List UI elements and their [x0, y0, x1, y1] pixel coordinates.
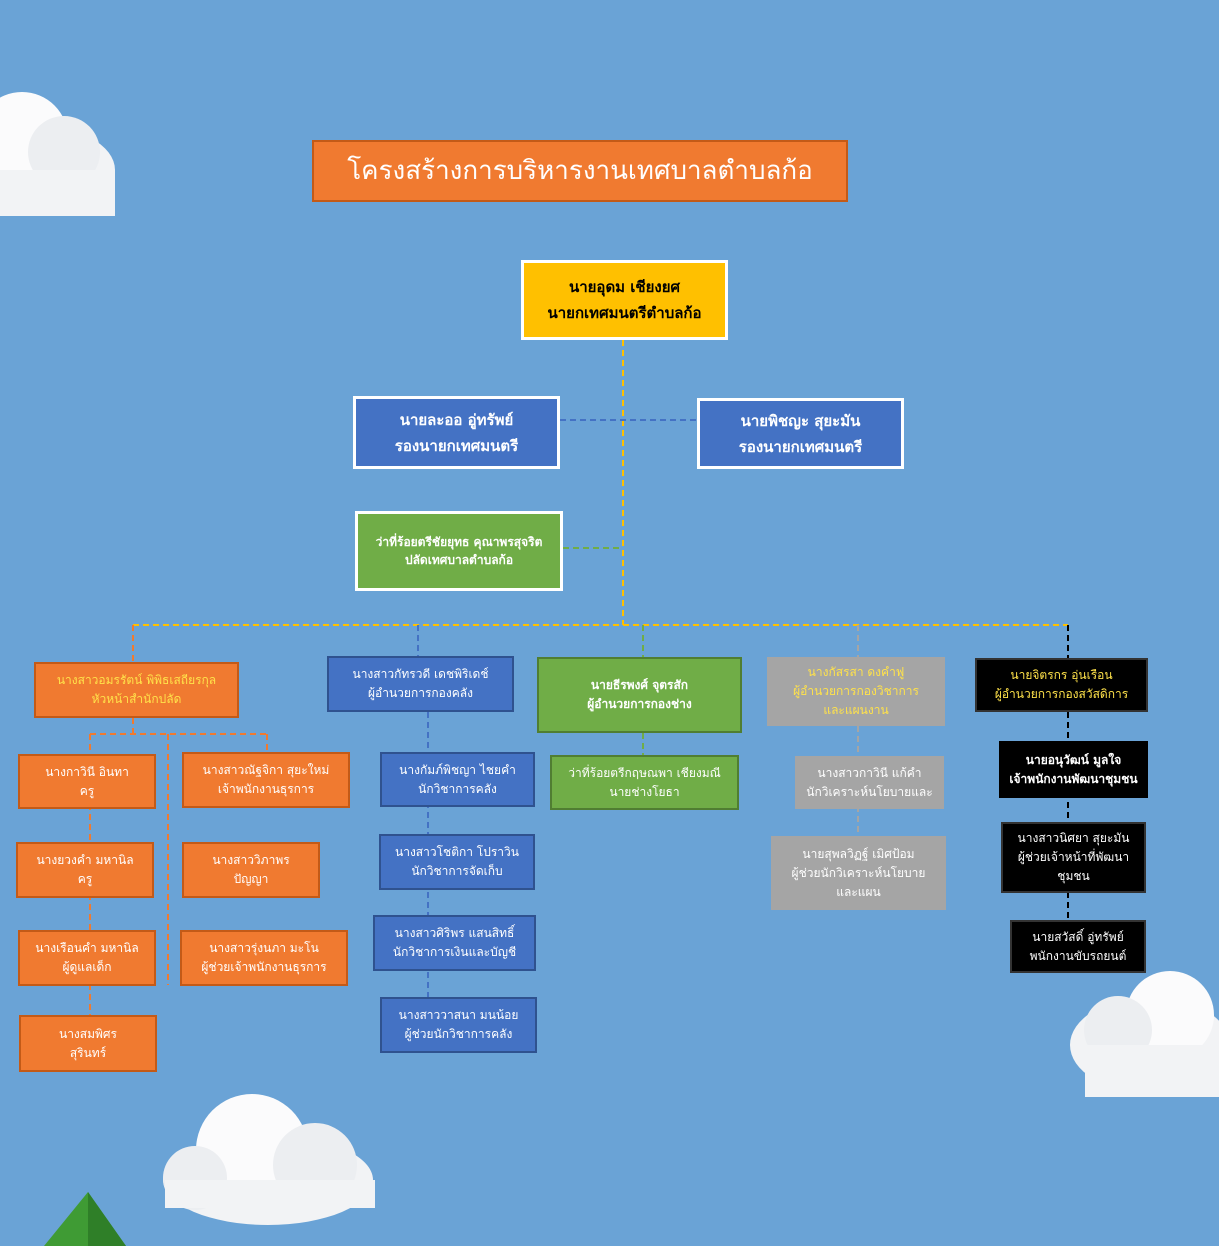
welfare-staff-1-name: นายอนุวัฒน์ มูลใจ [1025, 752, 1122, 767]
education-staff-2: นายสุพลวิฏฐ์ เมิศป้อม ผู้ช่วยนักวิเคราะห… [771, 836, 946, 910]
education-staff-1-name: นางสาวกาวินี แก้คำ [817, 765, 922, 780]
welfare-staff-3-name: นายสวัสดิ์ อู่ทรัพย์ [1032, 929, 1124, 944]
cloud-right-icon [1070, 971, 1219, 1097]
finance-staff-2-position: นักวิชาการจัดเก็บ [411, 864, 503, 878]
office-staff-2-position: เจ้าพนักงานธุรการ [217, 782, 315, 796]
office-staff-1-name: นางกาวินี อินทา [45, 764, 129, 779]
dept-finance-head: นางสาวกัทรวดี เดชพิริเดช์ ผู้อำนวยการกอง… [327, 656, 514, 712]
office-staff-4-name: นางสาววิภาพร [212, 853, 290, 867]
clerk-name: ว่าที่ร้อยตรีชัยยุทธ คุณาพรสุจริต [375, 535, 543, 549]
finance-staff-1-position: นักวิชาการคลัง [418, 781, 497, 796]
finance-staff-1-name: นางกัมภ์พิชญา ไชยคำ [399, 762, 516, 777]
welfare-staff-3: นายสวัสดิ์ อู่ทรัพย์ พนักงานขับรถยนต์ [1010, 920, 1146, 973]
page-title: โครงสร้างการบริหารงานเทศบาลตำบลก้อ [312, 140, 848, 202]
education-staff-1-position: นักวิเคราะห์นโยบายและ [806, 784, 933, 799]
welfare-staff-3-position: พนักงานขับรถยนต์ [1029, 948, 1127, 963]
welfare-staff-2-position: ผู้ช่วยเจ้าหน้าที่พัฒนา [1017, 850, 1130, 864]
dept-finance-head-name: นางสาวกัทรวดี เดชพิริเดช์ [352, 667, 489, 681]
welfare-staff-1-position: เจ้าพนักงานพัฒนาชุมชน [1009, 771, 1138, 786]
office-staff-5-position: ผู้ดูแลเด็ก [62, 960, 112, 974]
office-staff-1: นางกาวินี อินทา ครู [18, 754, 156, 809]
deputy-left-box: นายละออ อู่ทรัพย์ รองนายกเทศมนตรี [353, 396, 560, 469]
welfare-staff-2-position2: ชุมชน [1057, 869, 1090, 883]
finance-staff-3: นางสาวศิริพร แสนสิทธิ์ นักวิชาการเงินและ… [373, 915, 536, 971]
office-staff-4: นางสาววิภาพร ปัญญา [182, 842, 320, 898]
education-staff-2-position: ผู้ช่วยนักวิเคราะห์นโยบาย [791, 865, 926, 880]
dept-office-head-name: นางสาวอมรรัตน์ พิพิธเสถียรกุล [56, 673, 217, 687]
dept-education-head-position2: และแผนงาน [823, 703, 889, 717]
finance-staff-4: นางสาววาสนา มนน้อย ผู้ช่วยนักวิชาการคลัง [380, 997, 537, 1053]
engineering-staff-1-position: นายช่างโยธา [609, 784, 680, 799]
dept-welfare-head: นายจิตรกร อุ่นเรือน ผู้อำนวยการกองสวัสดิ… [975, 658, 1148, 712]
tree-icon [44, 1192, 126, 1246]
office-staff-5-name: นางเรือนคำ มหานิล [35, 941, 139, 955]
finance-staff-3-name: นางสาวศิริพร แสนสิทธิ์ [394, 926, 515, 940]
office-staff-7: นางสมพิศร สุรินทร์ [19, 1015, 157, 1072]
clerk-box: ว่าที่ร้อยตรีชัยยุทธ คุณาพรสุจริต ปลัดเท… [355, 511, 563, 591]
welfare-staff-1: นายอนุวัฒน์ มูลใจ เจ้าพนักงานพัฒนาชุมชน [999, 741, 1148, 798]
clerk-position: ปลัดเทศบาลตำบลก้อ [404, 553, 514, 567]
dept-welfare-head-position: ผู้อำนวยการกองสวัสดิการ [994, 687, 1129, 701]
office-staff-6: นางสาวรุ่งนภา มะโน ผู้ช่วยเจ้าพนักงานธุร… [180, 930, 348, 986]
education-staff-2-position2: และแผน [836, 884, 881, 899]
finance-staff-1: นางกัมภ์พิชญา ไชยคำ นักวิชาการคลัง [380, 752, 535, 807]
office-staff-4-position: ปัญญา [233, 872, 269, 886]
office-staff-3-position: ครู [77, 872, 93, 886]
dept-education-head: นางกัสรสา ดงคำฟู ผู้อำนวยการกองวิชาการ แ… [767, 657, 945, 726]
office-staff-6-position: ผู้ช่วยเจ้าพนักงานธุรการ [201, 960, 327, 974]
dept-welfare-head-name: นายจิตรกร อุ่นเรือน [1010, 668, 1113, 682]
mayor-position: นายกเทศมนตรีตำบลก้อ [547, 304, 702, 322]
dept-education-head-position: ผู้อำนวยการกองวิชาการ [793, 684, 919, 698]
office-staff-7-name: นางสมพิศร [58, 1026, 117, 1041]
cloud-left-icon [0, 92, 115, 216]
deputy-right-position: รองนายกเทศมนตรี [738, 437, 863, 456]
finance-staff-4-position: ผู้ช่วยนักวิชาการคลัง [404, 1027, 513, 1041]
finance-staff-3-position: นักวิชาการเงินและบัญชี [392, 945, 517, 959]
office-staff-2-name: นางสาวณัฐจิกา สุยะใหม่ [202, 763, 330, 777]
deputy-left-name: นายละออ อู่ทรัพย์ [399, 410, 514, 429]
cloud-bottom-icon [163, 1094, 375, 1225]
office-staff-2: นางสาวณัฐจิกา สุยะใหม่ เจ้าพนักงานธุรการ [182, 752, 350, 808]
deputy-left-position: รองนายกเทศมนตรี [394, 436, 519, 455]
office-staff-6-name: นางสาวรุ่งนภา มะโน [209, 941, 319, 955]
dept-finance-head-position: ผู้อำนวยการกองคลัง [368, 686, 473, 700]
education-staff-1: นางสาวกาวินี แก้คำ นักวิเคราะห์นโยบายและ [795, 756, 944, 809]
finance-staff-2-name: นางสาวโชติกา โปราวิน [395, 845, 519, 859]
deputy-right-name: นายพิชญะ สุยะมัน [740, 411, 861, 430]
dept-office-head-position: หัวหน้าสำนักปลัด [91, 692, 182, 706]
welfare-staff-2: นางสาวนิศยา สุยะมัน ผู้ช่วยเจ้าหน้าที่พั… [1001, 822, 1146, 893]
mayor-box: นายอุดม เชียงยศ นายกเทศมนตรีตำบลก้อ [521, 260, 728, 340]
education-staff-2-name: นายสุพลวิฏฐ์ เมิศป้อม [802, 846, 915, 861]
mayor-name: นายอุดม เชียงยศ [568, 278, 681, 296]
office-staff-1-position: ครู [79, 783, 95, 798]
dept-engineering-head-position: ผู้อำนวยการกองช่าง [587, 697, 692, 711]
office-staff-5: นางเรือนคำ มหานิล ผู้ดูแลเด็ก [18, 930, 156, 986]
office-staff-7-position: สุรินทร์ [69, 1045, 107, 1060]
dept-education-head-name: นางกัสรสา ดงคำฟู [807, 665, 905, 679]
welfare-staff-2-name: นางสาวนิศยา สุยะมัน [1017, 831, 1130, 845]
dept-office-head: นางสาวอมรรัตน์ พิพิธเสถียรกุล หัวหน้าสำน… [34, 662, 239, 718]
engineering-staff-1: ว่าที่ร้อยตรีกฤษณพา เชียงมณี นายช่างโยธา [550, 755, 739, 810]
office-staff-3: นางยวงคำ มหานิล ครู [16, 842, 154, 898]
office-staff-3-name: นางยวงคำ มหานิล [36, 853, 134, 867]
dept-engineering-head-name: นายธีรพงศ์ จุตรสัก [590, 678, 689, 692]
engineering-staff-1-name: ว่าที่ร้อยตรีกฤษณพา เชียงมณี [568, 765, 721, 780]
finance-staff-2: นางสาวโชติกา โปราวิน นักวิชาการจัดเก็บ [379, 834, 535, 890]
page-title-text: โครงสร้างการบริหารงานเทศบาลตำบลก้อ [347, 156, 813, 186]
deputy-right-box: นายพิชญะ สุยะมัน รองนายกเทศมนตรี [697, 398, 904, 469]
finance-staff-4-name: นางสาววาสนา มนน้อย [398, 1008, 519, 1022]
dept-engineering-head: นายธีรพงศ์ จุตรสัก ผู้อำนวยการกองช่าง [537, 657, 742, 733]
